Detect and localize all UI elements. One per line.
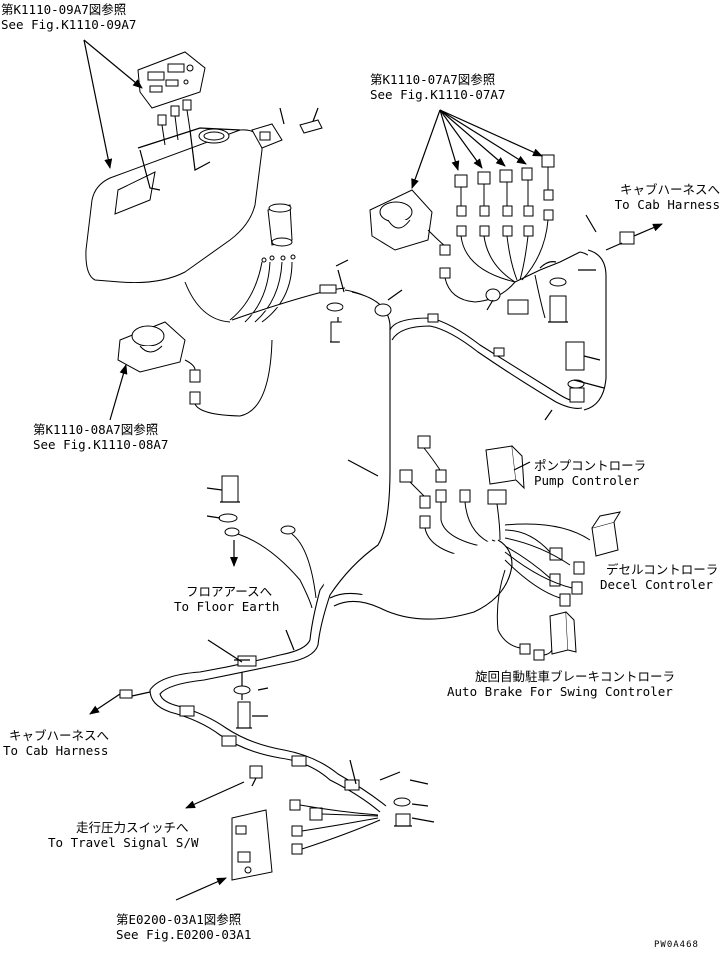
label-fig-09a7: 第K1110-09A7図参照 See Fig.K1110-09A7	[1, 2, 136, 32]
right-joystick	[369, 189, 433, 251]
label-floor-earth-en: To Floor Earth	[174, 599, 280, 614]
label-auto-brake: 旋回自動駐車ブレーキコントローラ Auto Brake For Swing Co…	[447, 669, 675, 699]
label-floor-earth-jp: フロアアースへ	[186, 584, 273, 599]
cylinder-part	[267, 203, 293, 247]
switch-part	[251, 107, 323, 149]
label-fig-07a7: 第K1110-07A7図参照 See Fig.K1110-07A7	[370, 72, 505, 102]
label-cab-harness-top-jp: キャブハーネスへ	[620, 182, 721, 197]
label-auto-brake-en: Auto Brake For Swing Controler	[447, 684, 673, 699]
label-fig-09a7-jp: 第K1110-09A7図参照	[1, 2, 127, 17]
label-travel-signal-en: To Travel Signal S/W	[48, 835, 199, 850]
label-fig-09a7-en: See Fig.K1110-09A7	[1, 17, 137, 32]
label-cab-harness-left-jp: キャブハーネスへ	[9, 728, 110, 743]
travel-switch-bracket	[231, 809, 273, 881]
pump-controller	[485, 445, 525, 505]
label-fig-e0200: 第E0200-03A1図参照 See Fig.E0200-03A1	[116, 912, 251, 942]
label-fig-08a7-en: See Fig.K1110-08A7	[33, 437, 169, 452]
label-fig-07a7-en: See Fig.K1110-07A7	[370, 87, 506, 102]
label-decel-controller-en: Decel Controler	[600, 577, 713, 592]
label-cab-harness-top: キャブハーネスへ To Cab Harness	[610, 182, 720, 212]
brake-controller	[549, 611, 577, 655]
label-travel-signal: 走行圧力スイッチへ To Travel Signal S/W	[48, 820, 199, 850]
label-auto-brake-jp: 旋回自動駐車ブレーキコントローラ	[475, 669, 676, 684]
label-floor-earth: フロアアースへ To Floor Earth	[174, 584, 279, 614]
left-joystick	[117, 321, 186, 373]
drawing-code: PW0A468	[654, 940, 699, 950]
label-pump-controller: ポンプコントローラ Pump Controler	[534, 458, 646, 488]
label-fig-e0200-en: See Fig.E0200-03A1	[116, 927, 252, 942]
label-fig-08a7: 第K1110-08A7図参照 See Fig.K1110-08A7	[33, 422, 168, 452]
label-cab-harness-top-en: To Cab Harness	[614, 197, 721, 212]
label-cab-harness-left: キャブハーネスへ To Cab Harness	[3, 728, 109, 758]
label-cab-harness-left-en: To Cab Harness	[3, 743, 109, 758]
label-fig-08a7-jp: 第K1110-08A7図参照	[33, 422, 159, 437]
monitor-panel	[137, 51, 206, 109]
label-fig-e0200-jp: 第E0200-03A1図参照	[116, 912, 242, 927]
console-box	[85, 127, 263, 284]
label-decel-controller-jp: デセルコントローラ	[606, 562, 719, 577]
decel-controller	[591, 511, 622, 557]
label-pump-controller-en: Pump Controler	[534, 473, 640, 488]
label-pump-controller-jp: ポンプコントローラ	[534, 458, 647, 473]
label-decel-controller: デセルコントローラ Decel Controler	[600, 562, 718, 592]
label-fig-07a7-jp: 第K1110-07A7図参照	[370, 72, 496, 87]
label-travel-signal-jp: 走行圧力スイッチへ	[76, 820, 189, 835]
